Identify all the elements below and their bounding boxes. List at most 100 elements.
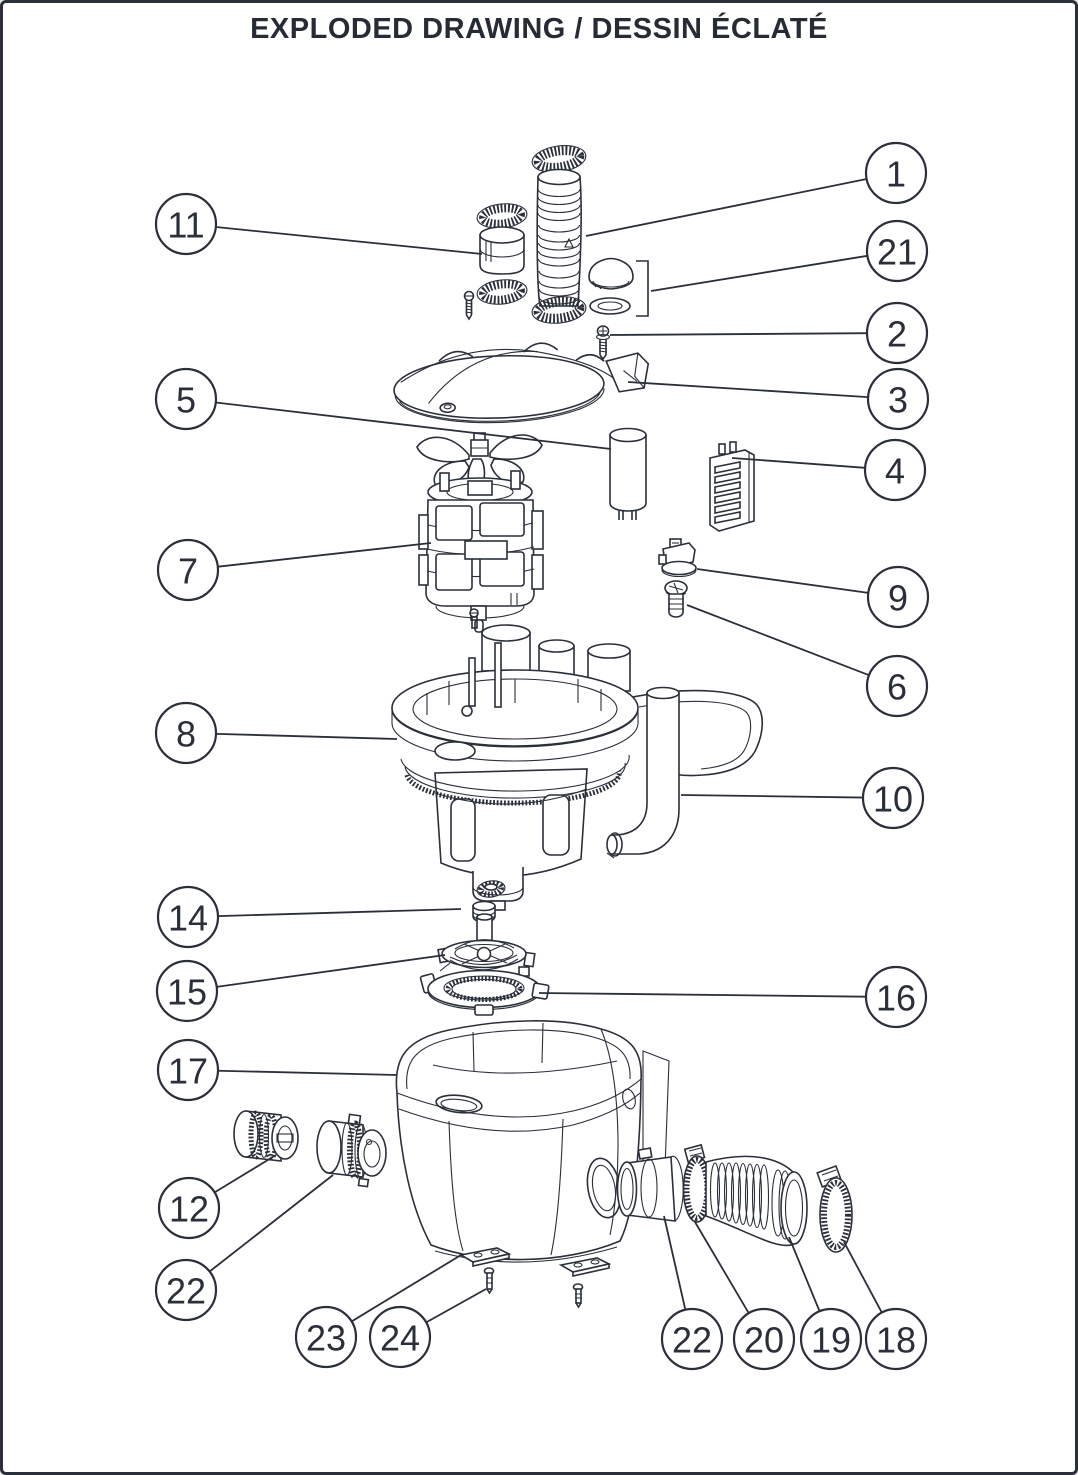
callout-label: 23 (306, 1318, 346, 1359)
callout-2: 2 (609, 301, 929, 365)
locking-ring-drawing (419, 962, 550, 1016)
elbow-pipe-drawing (606, 686, 680, 859)
callout-circle (864, 1307, 928, 1371)
callout-20: 20 (694, 1221, 796, 1371)
callout-label: 1 (886, 154, 906, 195)
leader-line (216, 954, 446, 988)
callout-label: 17 (168, 1051, 208, 1092)
mounting-plate-drawing (558, 1257, 612, 1277)
callout-22: 22 (660, 1215, 724, 1371)
callout-circle (861, 766, 925, 830)
callout-label: 2 (887, 314, 907, 355)
leader-line (214, 1154, 277, 1194)
hose-coupling-drawing (616, 1147, 684, 1222)
callout-circle (154, 1258, 218, 1322)
callout-9: 9 (696, 565, 930, 629)
callout-22: 22 (154, 1174, 334, 1322)
callout-circle (155, 959, 219, 1023)
callout-circle (157, 1176, 221, 1240)
callout-circle (865, 654, 929, 718)
callout-10: 10 (680, 766, 925, 830)
callout-15: 15 (155, 954, 446, 1023)
leader-line (694, 1221, 750, 1314)
callout-16: 16 (538, 965, 928, 1029)
callout-circle (864, 965, 928, 1029)
callout-5: 5 (154, 367, 612, 450)
leader-line (696, 568, 869, 594)
leader-line (209, 1174, 334, 1273)
leader-line (217, 908, 462, 918)
callout-label: 21 (877, 232, 917, 273)
callout-11: 11 (154, 192, 483, 256)
tank-lid-drawing (393, 342, 650, 424)
leader-line (215, 226, 483, 255)
callout-circle (154, 192, 218, 256)
callout-circle (156, 1038, 220, 1102)
callout-circle (156, 885, 220, 949)
corrugated-hose-drawing (705, 1155, 808, 1247)
callout-17: 17 (156, 1038, 398, 1102)
leader-line (843, 1241, 883, 1313)
callout-circle (156, 538, 220, 602)
callout-label: 5 (176, 380, 196, 421)
check-valve-drawing (316, 1113, 387, 1188)
small-screw-drawing (463, 290, 475, 321)
callout-label: 11 (167, 205, 204, 246)
leader-line (538, 992, 867, 998)
callout-circle (863, 438, 927, 502)
callout-1: 1 (585, 141, 928, 237)
callout-label: 22 (166, 1271, 206, 1312)
callout-circle (866, 367, 930, 431)
callout-6: 6 (686, 604, 929, 718)
coupling-sleeve-drawing (463, 203, 528, 321)
leader-line (215, 732, 398, 740)
callout-circle (799, 1307, 863, 1371)
discharge-boot-drawing (531, 145, 587, 324)
callout-label: 3 (888, 380, 908, 421)
leader-line (585, 178, 867, 237)
pressure-switch-drawing (658, 538, 697, 578)
pcb-drawing (709, 441, 755, 532)
callout-18: 18 (843, 1241, 928, 1371)
callout-circle (866, 565, 930, 629)
leader-line (680, 794, 864, 799)
mounting-plate-drawing (458, 1247, 512, 1267)
callout-label: 6 (887, 667, 907, 708)
callout-circle (865, 301, 929, 365)
callout-circle (294, 1305, 358, 1369)
callout-circle (660, 1307, 724, 1371)
callout-label: 10 (873, 779, 913, 820)
callout-12: 12 (157, 1154, 277, 1240)
impeller-drawing (437, 913, 536, 971)
callout-8: 8 (154, 701, 398, 765)
callout-7: 7 (156, 538, 432, 602)
callout-circle (154, 701, 218, 765)
callout-label: 14 (168, 898, 208, 939)
motor-drawing (416, 432, 544, 633)
hose-clamp-large-drawing (816, 1164, 853, 1253)
leader-line (351, 1254, 462, 1323)
drain-screw-drawing (664, 580, 688, 618)
callout-19: 19 (788, 1236, 863, 1371)
leader-line (217, 542, 432, 568)
callout-label: 8 (176, 714, 196, 755)
callout-label: 19 (811, 1320, 851, 1361)
callout-23: 23 (294, 1254, 462, 1369)
discharge-hose-assembly-drawing (616, 1143, 853, 1253)
callout-4: 4 (731, 438, 927, 502)
callout-label: 24 (380, 1318, 420, 1359)
vent-cap-assembly-drawing (588, 257, 649, 317)
leader-line (731, 457, 866, 469)
leader-line (627, 381, 869, 399)
leader-line (217, 1069, 398, 1076)
callout-label: 18 (876, 1320, 916, 1361)
callout-24: 24 (368, 1288, 487, 1369)
callout-label: 12 (169, 1189, 209, 1230)
callout-circle (732, 1307, 796, 1371)
leader-line (215, 401, 612, 450)
mounting-screw-drawing (483, 1267, 495, 1295)
leader-line (425, 1288, 487, 1324)
mounting-screw-drawing (572, 1283, 584, 1309)
